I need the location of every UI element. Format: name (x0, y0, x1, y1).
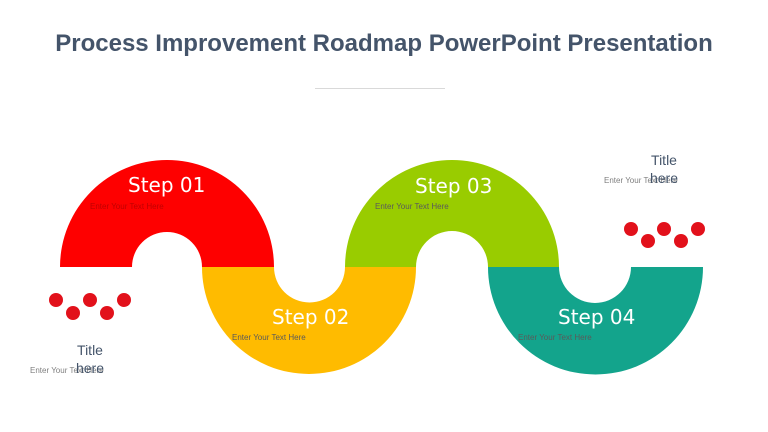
step-01-arch (60, 160, 274, 267)
dot-icon (657, 222, 671, 236)
step-04-label: Step 04 (558, 305, 636, 329)
step-04-arch (488, 267, 703, 375)
step-02-label: Step 02 (272, 305, 350, 329)
dot-icon (66, 306, 80, 320)
slide-title: Process Improvement Roadmap PowerPoint P… (55, 30, 713, 57)
step-01-label: Step 01 (128, 173, 206, 197)
title-divider (315, 88, 445, 89)
dot-icon (674, 234, 688, 248)
side-note-right-text: Enter Your Text Here (604, 176, 678, 185)
step-02-text: Enter Your Text Here (232, 333, 306, 342)
step-02-arch (202, 267, 416, 374)
dot-icon (641, 234, 655, 248)
step-03-arch (345, 160, 559, 267)
side-note-left-title: Title here (75, 342, 105, 376)
dot-icon (691, 222, 705, 236)
step-03-text: Enter Your Text Here (375, 202, 449, 211)
dot-icon (117, 293, 131, 307)
step-01-text: Enter Your Text Here (90, 202, 164, 211)
dot-icon (49, 293, 63, 307)
side-note-left-text: Enter Your Text Here (30, 366, 104, 375)
step-03-label: Step 03 (415, 174, 493, 198)
dot-icon (83, 293, 97, 307)
dot-icon (624, 222, 638, 236)
step-04-text: Enter Your Text Here (518, 333, 592, 342)
dot-icon (100, 306, 114, 320)
side-note-right-title: Title here (649, 152, 679, 186)
